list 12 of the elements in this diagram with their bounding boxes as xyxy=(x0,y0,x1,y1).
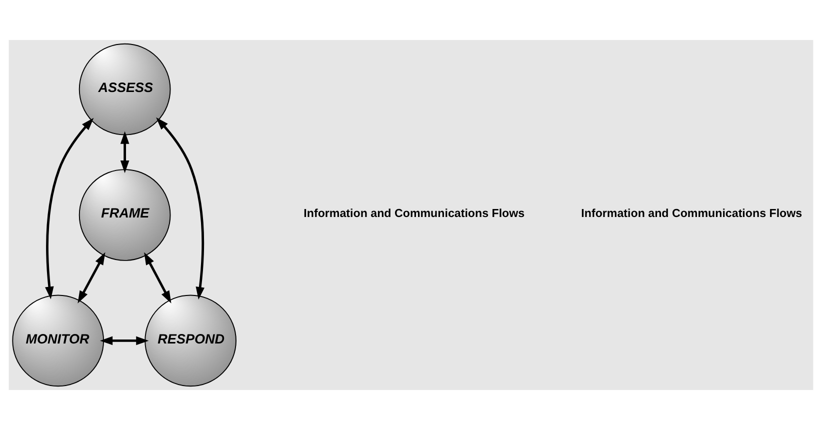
label: Information and Communications Flows xyxy=(581,207,802,220)
arrow xyxy=(45,118,94,300)
arrow xyxy=(120,131,130,174)
arrow xyxy=(100,336,149,346)
node-circle: RESPOND xyxy=(144,294,236,387)
node-circle: FRAME xyxy=(78,169,171,261)
arrow xyxy=(144,252,172,304)
node-circle: MONITOR xyxy=(12,294,104,387)
label: Information and Communications Flows xyxy=(304,207,525,220)
arrow xyxy=(156,117,204,300)
arrow xyxy=(78,252,106,304)
node-circle: ASSESS xyxy=(78,43,171,136)
